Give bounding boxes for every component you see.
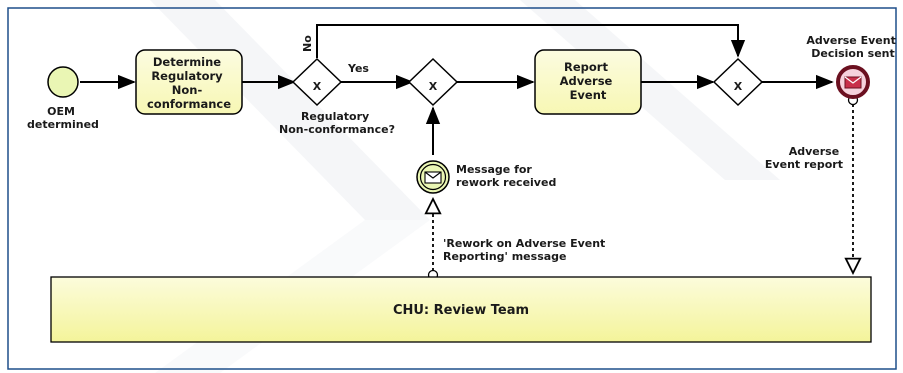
gateway-merge-1[interactable] bbox=[407, 57, 459, 107]
gateway-regulatory-nonconformance[interactable] bbox=[291, 57, 343, 107]
gateway-3-marker-icon: X bbox=[734, 80, 743, 93]
task-determine-label-3: Non- bbox=[172, 83, 203, 97]
task-determine-regulatory-nonconformance[interactable] bbox=[135, 49, 243, 115]
svg-text:OEM determined: OEM determined bbox=[27, 105, 99, 131]
envelope-filled-icon bbox=[844, 76, 862, 89]
gateway-merge-2[interactable] bbox=[712, 57, 764, 107]
message-catch-label-1: Message for bbox=[456, 163, 532, 176]
svg-text:Determine Regulatory N: Determine Regulatory Non- conformance bbox=[147, 55, 231, 111]
task-report-label-2: Adverse bbox=[560, 74, 613, 88]
svg-text:Adverse Event report: Adverse Event report bbox=[765, 145, 843, 171]
task-determine-label-1: Determine bbox=[153, 55, 221, 69]
gateway-1-label-1: Regulatory bbox=[301, 110, 369, 123]
pool-label: CHU: Review Team bbox=[393, 303, 529, 318]
task-determine-label-4: conformance bbox=[147, 97, 231, 111]
svg-text:Message for rework receive: Message for rework received bbox=[456, 163, 556, 189]
sequence-flows bbox=[80, 24, 834, 155]
message-flow-report-label-1: Adverse bbox=[789, 145, 839, 158]
start-event[interactable] bbox=[47, 66, 79, 98]
pool-chu-review-team[interactable] bbox=[50, 276, 872, 343]
diagram-frame bbox=[7, 7, 897, 370]
gateway-1-marker-icon: X bbox=[313, 80, 322, 93]
envelope-icon bbox=[424, 171, 442, 184]
flow-yes-label: Yes bbox=[347, 62, 369, 75]
start-event-label-1: OEM bbox=[47, 105, 75, 118]
task-determine-label-2: Regulatory bbox=[151, 69, 223, 83]
message-flow-report-label-2: Event report bbox=[765, 158, 843, 171]
flow-no bbox=[316, 24, 746, 58]
gateway-2-marker-icon: X bbox=[429, 80, 438, 93]
flow-no-label: No bbox=[301, 35, 314, 52]
task-report-label-1: Report bbox=[564, 60, 608, 74]
message-flow-rework-label-1: 'Rework on Adverse Event bbox=[443, 237, 605, 250]
message-flows bbox=[433, 104, 853, 273]
message-catch-label-2: rework received bbox=[456, 176, 556, 189]
start-event-label-2: determined bbox=[27, 118, 99, 131]
svg-text:Report Adverse Event: Report Adverse Event bbox=[560, 60, 617, 102]
end-event-label-2: Decision sent bbox=[811, 47, 895, 60]
svg-text:'Rework on Adverse Event R: 'Rework on Adverse Event Reporting' mess… bbox=[443, 237, 609, 263]
message-flow-rework-label-2: Reporting' message bbox=[443, 250, 567, 263]
task-report-adverse-event[interactable] bbox=[534, 49, 642, 115]
svg-text:Regulatory Non-conformance: Regulatory Non-conformance? bbox=[279, 110, 395, 136]
svg-text:Adverse Event Decision sen: Adverse Event Decision sent bbox=[806, 34, 899, 60]
intermediate-event-inner-ring bbox=[419, 163, 447, 191]
end-event-label-1: Adverse Event bbox=[806, 34, 896, 47]
gateway-1-label-2: Non-conformance? bbox=[279, 123, 395, 136]
task-report-label-3: Event bbox=[570, 88, 607, 102]
